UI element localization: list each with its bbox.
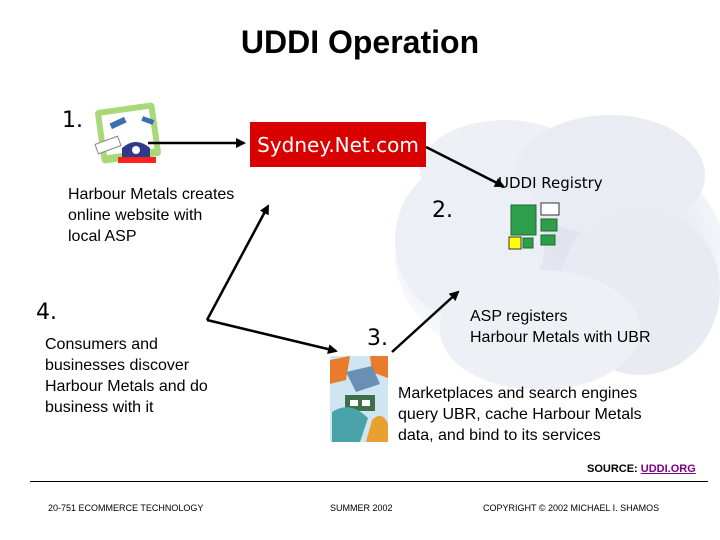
step3-line: data, and bind to its services bbox=[398, 427, 601, 444]
cloud-shape bbox=[395, 115, 720, 390]
footer-copyright: COPYRIGHT © 2002 MICHAEL I. SHAMOS bbox=[483, 503, 660, 513]
step1-line: local ASP bbox=[68, 228, 137, 245]
arrow-4-to-3 bbox=[206, 318, 338, 354]
source-prefix: SOURCE: bbox=[587, 463, 641, 475]
step4-description: Consumers and businesses discover Harbou… bbox=[45, 334, 208, 418]
footer-term: SUMMER 2002 bbox=[330, 503, 393, 513]
page-title: UDDI Operation bbox=[240, 24, 480, 60]
website-clipart-icon bbox=[94, 102, 161, 164]
step2-line: ASP registers bbox=[470, 308, 568, 325]
step1-line: online website with bbox=[68, 207, 203, 224]
step3-line: query UBR, cache Harbour Metals bbox=[398, 406, 642, 423]
step2-line: Harbour Metals with UBR bbox=[470, 329, 651, 346]
step4-line: Consumers and bbox=[45, 336, 158, 353]
step1-line: Harbour Metals creates bbox=[68, 186, 235, 203]
source-note: SOURCE: UDDI.ORG bbox=[587, 463, 696, 475]
footer-course: 20-751 ECOMMERCE TECHNOLOGY bbox=[48, 503, 204, 513]
registry-label: UDDI Registry bbox=[498, 174, 603, 192]
step4-number: 4. bbox=[36, 300, 57, 325]
source-link[interactable]: UDDI.ORG bbox=[640, 463, 696, 475]
step1-number: 1. bbox=[62, 108, 83, 133]
sydney-net-box: Sydney.Net.com bbox=[250, 122, 426, 167]
arrow-sydney-to-registry bbox=[425, 145, 505, 188]
arrow-3-to-registry bbox=[391, 290, 460, 353]
registry-blocks bbox=[508, 202, 560, 250]
step3-line: Marketplaces and search engines bbox=[398, 385, 638, 402]
step2-description: ASP registers Harbour Metals with UBR bbox=[470, 306, 651, 348]
step3-description: Marketplaces and search engines query UB… bbox=[398, 383, 642, 446]
step2-number: 2. bbox=[432, 198, 453, 223]
step4-line: Harbour Metals and do bbox=[45, 378, 208, 395]
footer-divider bbox=[30, 481, 708, 482]
arrow-4-to-1 bbox=[205, 204, 270, 321]
step4-line: businesses discover bbox=[45, 357, 190, 374]
step3-number: 3. bbox=[367, 326, 388, 351]
step1-description: Harbour Metals creates online website wi… bbox=[68, 184, 234, 247]
marketplace-clipart-icon bbox=[330, 356, 388, 442]
step4-line: business with it bbox=[45, 399, 154, 416]
